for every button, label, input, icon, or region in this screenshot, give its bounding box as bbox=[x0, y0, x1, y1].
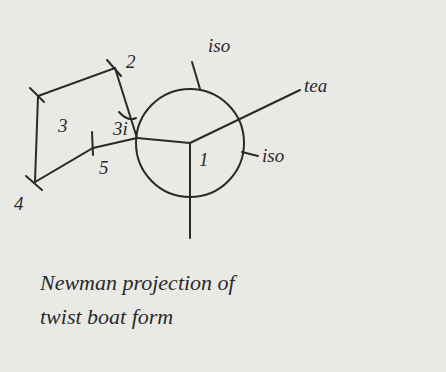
front-bond bbox=[137, 138, 190, 143]
tick bbox=[107, 60, 121, 76]
front-bond bbox=[190, 90, 300, 143]
carbon-number: 3 bbox=[58, 116, 68, 135]
carbon-number: 5 bbox=[99, 158, 109, 177]
carbon-number: 3i bbox=[113, 119, 128, 138]
tick bbox=[26, 176, 42, 190]
substituent-label: iso bbox=[208, 36, 230, 55]
tick bbox=[92, 132, 93, 155]
substituent-label: tea bbox=[304, 76, 327, 95]
tick bbox=[30, 88, 44, 102]
back-bond bbox=[242, 152, 258, 156]
front-bond bbox=[189, 143, 191, 238]
newman-circle: 1 bbox=[135, 88, 245, 198]
carbon-number: 4 bbox=[14, 194, 24, 213]
carbon-number: 1 bbox=[199, 150, 209, 169]
caption: Newman projection of twist boat form bbox=[40, 266, 240, 334]
substituent-label: iso bbox=[262, 146, 284, 165]
back-bond bbox=[192, 62, 200, 89]
carbon-number: 2 bbox=[126, 52, 136, 71]
ring-skeleton bbox=[35, 68, 137, 182]
